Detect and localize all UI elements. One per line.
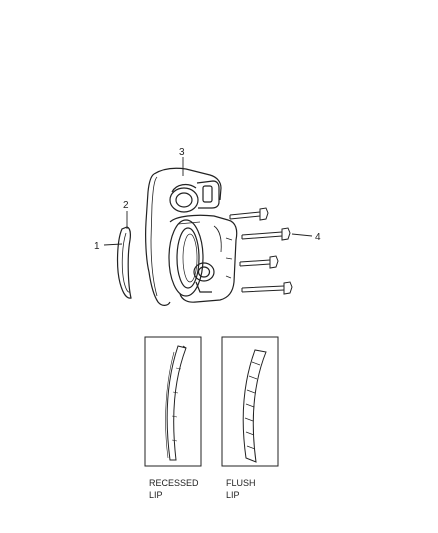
recessed-lip-caption: RECESSED LIP bbox=[149, 477, 199, 501]
callout-2: 2 bbox=[123, 200, 129, 211]
flush-lip-caption-line1: FLUSH bbox=[226, 478, 256, 488]
recessed-lip-caption-line2: LIP bbox=[149, 490, 163, 500]
callout-4: 4 bbox=[315, 232, 321, 243]
throttle-body bbox=[145, 167, 238, 306]
flush-lip-caption-line2: LIP bbox=[226, 490, 240, 500]
mounting-bolts bbox=[229, 207, 293, 295]
leader-lines bbox=[103, 157, 313, 246]
recessed-lip-caption-line1: RECESSED bbox=[149, 478, 199, 488]
callout-1: 1 bbox=[94, 241, 100, 252]
gasket bbox=[116, 226, 132, 299]
flush-lip-caption: FLUSH LIP bbox=[226, 477, 256, 501]
callout-3: 3 bbox=[179, 147, 185, 158]
flush-lip-detail bbox=[221, 336, 279, 467]
recessed-lip-detail bbox=[144, 336, 202, 467]
